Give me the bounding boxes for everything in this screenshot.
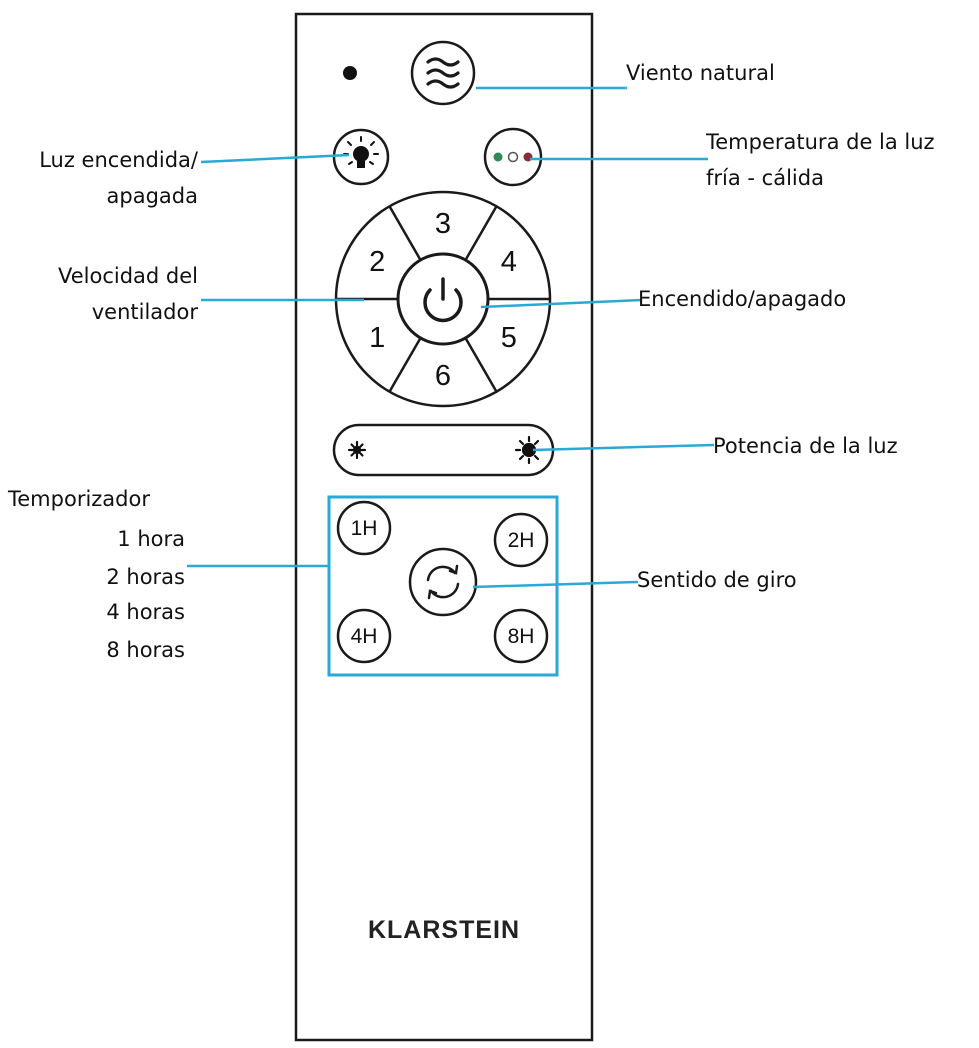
color-temperature-button[interactable] bbox=[483, 127, 543, 187]
label-potencia-luz: Potencia de la luz bbox=[713, 434, 898, 458]
timer-button-label: 4H bbox=[351, 625, 378, 648]
timer-button-4h[interactable]: 4H bbox=[336, 608, 392, 664]
label-temperatura-line2: fría - cálida bbox=[706, 166, 824, 190]
natural-wind-button[interactable] bbox=[410, 40, 476, 106]
label-luz-line1: Luz encendida/ bbox=[39, 148, 198, 172]
wind-icon bbox=[426, 57, 460, 89]
label-temporizador-item: 2 horas bbox=[106, 565, 185, 589]
label-temporizador-title: Temporizador bbox=[8, 487, 150, 511]
speed-button-2[interactable]: 2 bbox=[369, 246, 385, 278]
light-toggle-button[interactable] bbox=[332, 128, 390, 186]
speed-button-6[interactable]: 6 bbox=[435, 360, 451, 392]
speed-button-3[interactable]: 3 bbox=[435, 208, 451, 240]
label-velocidad-line2: ventilador bbox=[91, 300, 198, 324]
color-temperature-icon bbox=[493, 151, 533, 163]
label-temporizador-item: 8 horas bbox=[106, 638, 185, 662]
fan-speed-dial: 1 2 3 4 5 6 bbox=[334, 190, 552, 408]
speed-button-1[interactable]: 1 bbox=[369, 322, 385, 354]
dial-divider bbox=[388, 205, 422, 261]
rotation-direction-button[interactable] bbox=[408, 547, 478, 617]
callout-line-encendido bbox=[480, 298, 643, 309]
ir-indicator bbox=[343, 66, 357, 80]
label-luz-line2: apagada bbox=[106, 184, 198, 208]
dial-divider bbox=[464, 205, 498, 261]
timer-group-frame bbox=[327, 495, 559, 677]
timer-button-8h[interactable]: 8H bbox=[493, 608, 549, 664]
label-temporizador-item: 4 horas bbox=[106, 600, 185, 624]
callout-line-sentido bbox=[472, 580, 639, 589]
timer-button-1h[interactable]: 1H bbox=[336, 500, 392, 556]
timer-button-circle[interactable] bbox=[336, 608, 392, 664]
rotation-icon bbox=[426, 564, 460, 600]
dim-sun-icon[interactable] bbox=[347, 440, 367, 460]
label-sentido-giro: Sentido de giro bbox=[637, 568, 797, 592]
label-temperatura-line1: Temperatura de la luz bbox=[706, 130, 935, 154]
timer-button-label: 8H bbox=[508, 625, 535, 648]
label-viento-natural: Viento natural bbox=[626, 61, 775, 85]
speed-button-5[interactable]: 5 bbox=[501, 322, 517, 354]
timer-button-label: 2H bbox=[508, 529, 535, 552]
bulb-icon bbox=[343, 136, 379, 168]
callout-lines bbox=[187, 86, 715, 589]
label-temporizador-item: 1 hora bbox=[117, 527, 185, 551]
timer-button-circle[interactable] bbox=[493, 608, 549, 664]
dial-divider bbox=[464, 337, 498, 393]
timer-button-label: 1H bbox=[351, 517, 378, 540]
power-icon bbox=[423, 277, 463, 323]
label-encendido-apagado: Encendido/apagado bbox=[638, 287, 847, 311]
label-velocidad-line1: Velocidad del bbox=[57, 264, 198, 288]
speed-button-4[interactable]: 4 bbox=[501, 246, 517, 278]
timer-button-circle[interactable] bbox=[493, 512, 549, 568]
callout-line-luz bbox=[200, 153, 350, 164]
brand-logo: KLARSTEIN bbox=[367, 916, 521, 944]
light-intensity-bar[interactable] bbox=[332, 423, 555, 477]
dial-divider bbox=[388, 337, 422, 393]
timer-button-circle[interactable] bbox=[336, 500, 392, 556]
timer-button-2h[interactable]: 2H bbox=[493, 512, 549, 568]
callout-line-potencia bbox=[532, 443, 715, 452]
